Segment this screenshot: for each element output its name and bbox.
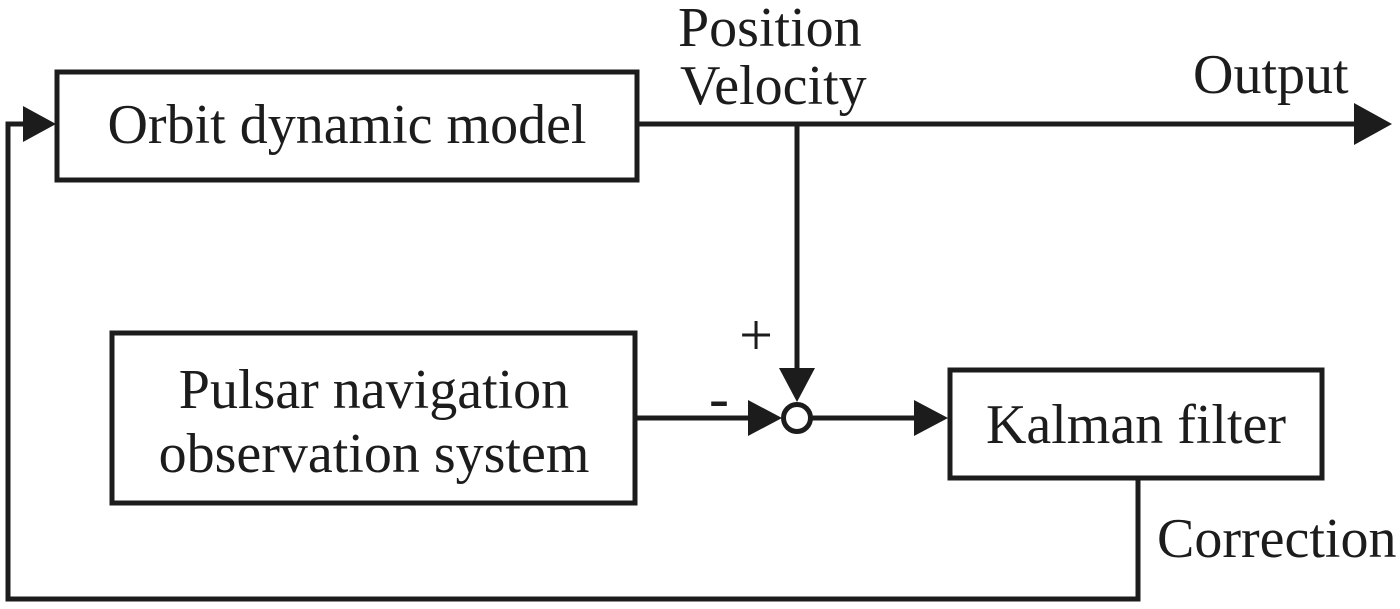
kalman-filter-label: Kalman filter (986, 394, 1286, 456)
output-label: Output (1193, 44, 1349, 106)
minus-sign-label: - (709, 365, 729, 431)
pulsar-to-sum-arrowhead (748, 400, 782, 436)
orbit-dynamic-model-box (54, 69, 640, 183)
pulsar-navigation-box (109, 330, 638, 506)
pulsar-navigation-label-line1: Pulsar navigation (179, 359, 569, 421)
branch-down-arrowhead (779, 368, 815, 402)
pulsar-navigation-label-line2: observation system (159, 423, 590, 485)
summing-junction-circle (781, 402, 813, 434)
velocity-label: Velocity (680, 55, 867, 117)
plus-sign-label: + (739, 302, 773, 368)
kalman-filter-box (947, 367, 1325, 481)
feedback-to-orbit-arrowhead (23, 106, 56, 142)
output-arrowhead (1354, 103, 1392, 145)
orbit-dynamic-model-label: Orbit dynamic model (107, 94, 586, 156)
sum-to-kalman-arrowhead (914, 400, 948, 436)
correction-feedback-line (5, 121, 1141, 602)
position-label: Position (678, 0, 862, 59)
correction-label: Correction (1157, 508, 1396, 570)
